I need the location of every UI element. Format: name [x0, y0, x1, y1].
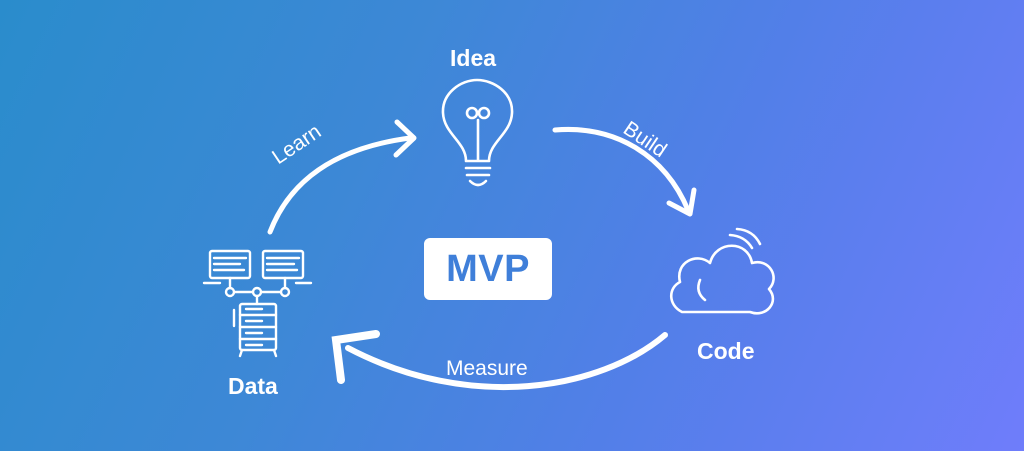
build-arrow [552, 126, 697, 217]
learn-arrow [267, 119, 417, 235]
data-label: Data [228, 373, 278, 399]
network-servers-icon [202, 249, 313, 358]
measure-arrow [331, 330, 668, 391]
cloud-icon [669, 227, 775, 315]
lightbulb-icon [441, 78, 514, 187]
idea-label: Idea [450, 45, 497, 71]
measure-label: Measure [446, 357, 528, 380]
code-label: Code [697, 338, 755, 364]
mvp-badge: MVP [424, 238, 552, 300]
